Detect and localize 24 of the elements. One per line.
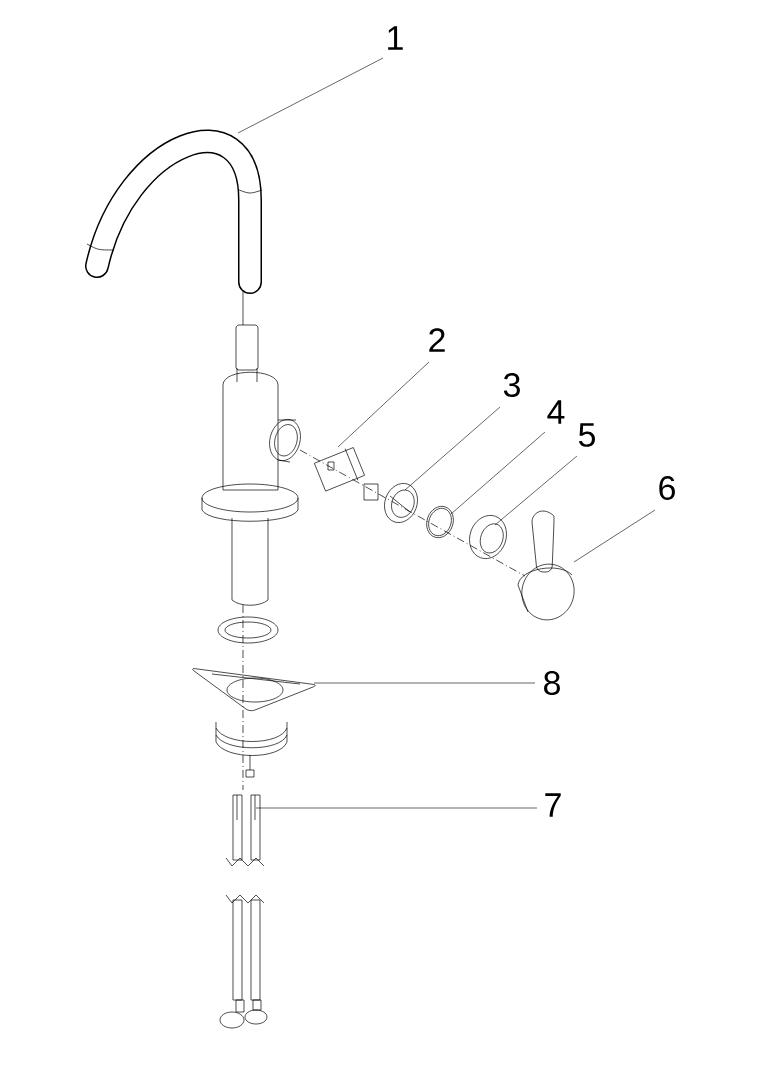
leader-line (337, 361, 430, 448)
callout-number: 7 (545, 793, 561, 817)
spout-drawing (85, 129, 263, 294)
callout-number: 6 (659, 476, 675, 500)
o-ring-drawing (426, 505, 454, 539)
callout-number: 5 (578, 423, 595, 447)
leader-line (313, 682, 536, 684)
mounting-plate-drawing (192, 668, 316, 712)
leader-line (237, 57, 384, 134)
callout-number: 4 (547, 400, 565, 424)
supply-hoses-drawing (219, 794, 268, 1029)
leader-line (255, 807, 538, 809)
handle-drawing (517, 510, 575, 621)
leader-line (404, 406, 501, 491)
callout-number: 1 (388, 26, 403, 50)
callout-number: 2 (429, 328, 445, 352)
leader-line (573, 509, 656, 563)
callout-number: 8 (544, 671, 560, 695)
leader-line (494, 455, 578, 526)
callout-number: 3 (503, 373, 520, 397)
bushing-drawing (469, 515, 507, 559)
nut-drawing (384, 483, 418, 523)
leader-line (450, 431, 546, 515)
cartridge-drawing (314, 447, 379, 501)
